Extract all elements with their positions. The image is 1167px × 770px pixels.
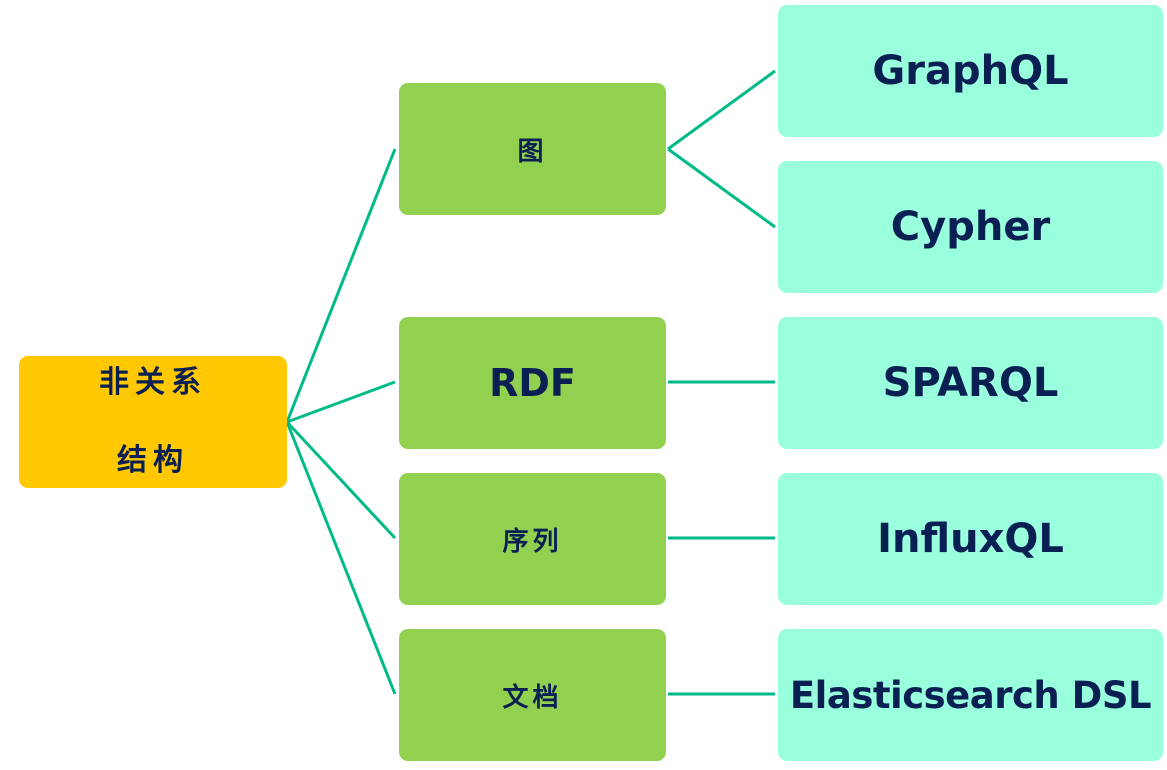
language-label: InfluxQL (877, 516, 1064, 562)
category-label: 图 (517, 136, 548, 167)
root-node-non-relational-structure: 非关系 结构 (19, 356, 287, 488)
category-node-graph: 图 (399, 83, 666, 215)
root-label-line2: 结构 (117, 443, 189, 478)
connector-root-document (285, 421, 397, 695)
category-label: 序列 (502, 526, 563, 557)
language-node-graphql: GraphQL (778, 5, 1163, 137)
language-node-cypher: Cypher (778, 161, 1163, 293)
category-node-rdf: RDF (399, 317, 666, 449)
category-node-series: 序列 (399, 473, 666, 605)
language-label: GraphQL (872, 48, 1069, 94)
language-label: SPARQL (882, 360, 1059, 406)
connector-root-graph (285, 148, 397, 423)
language-node-sparql: SPARQL (778, 317, 1163, 449)
connector-root-series (285, 420, 397, 540)
language-node-elasticsearch-dsl: Elasticsearch DSL (778, 629, 1163, 761)
language-label: Cypher (890, 204, 1051, 250)
root-label-line1: 非关系 (99, 365, 207, 400)
language-label: Elasticsearch DSL (789, 673, 1152, 717)
connector-root-rdf (286, 380, 396, 424)
language-node-influxql: InfluxQL (778, 473, 1163, 605)
category-label: 文档 (502, 682, 563, 713)
category-label: RDF (489, 361, 576, 405)
connector-graph-cypher (667, 147, 776, 229)
connector-graph-graphql (667, 69, 776, 151)
category-node-document: 文档 (399, 629, 666, 761)
